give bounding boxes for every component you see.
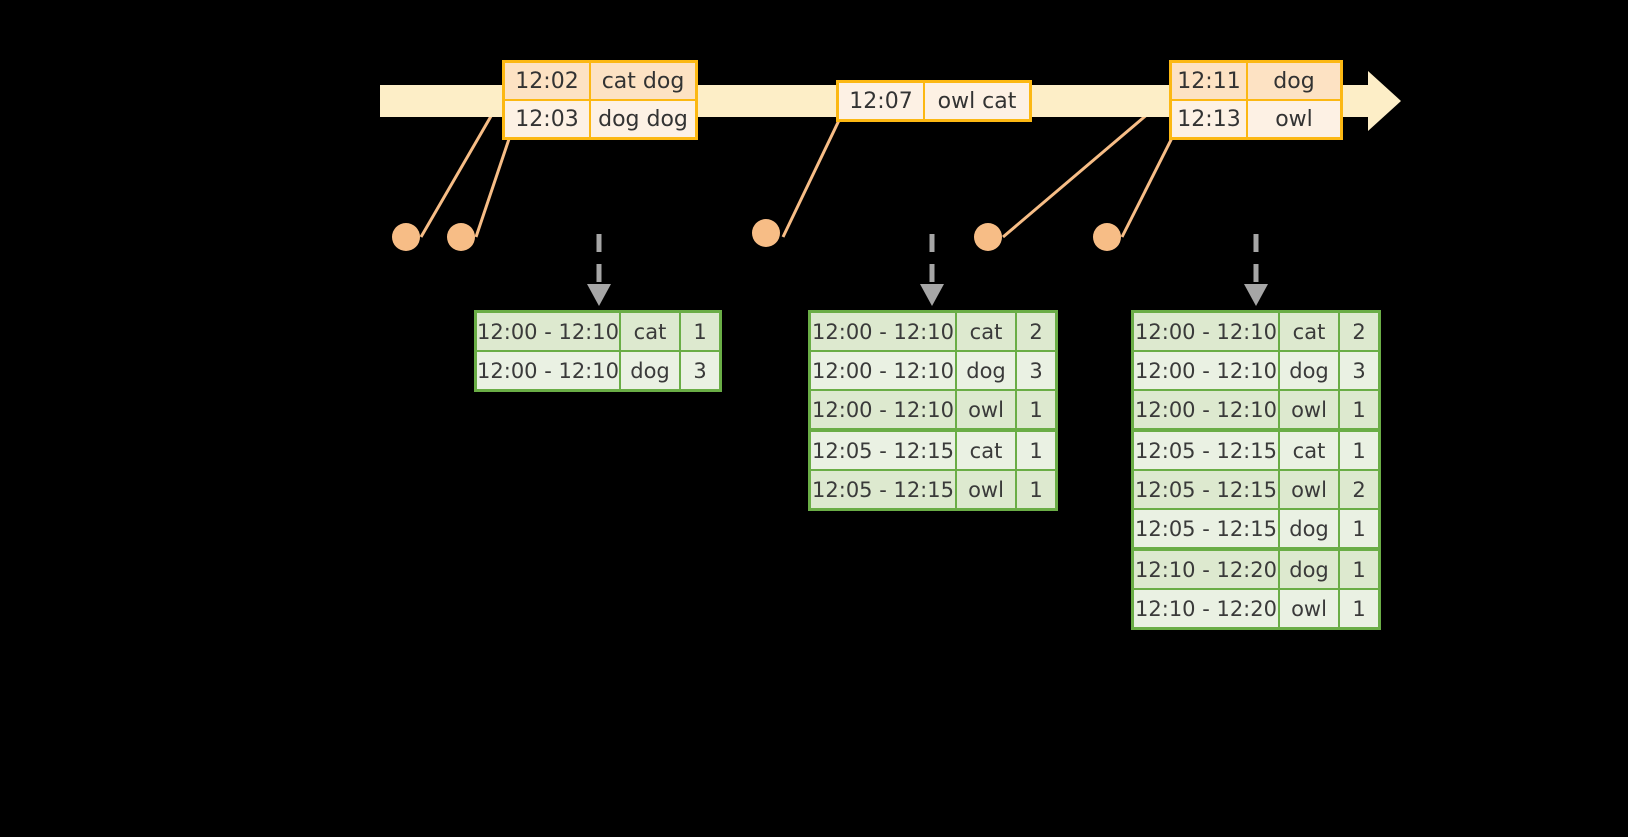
table-row: 12:10 - 12:20 dog 1	[1134, 547, 1378, 588]
event-time: 12:13	[1172, 101, 1248, 137]
cell-key: dog	[621, 352, 681, 389]
flow-arrow-3	[1244, 234, 1268, 306]
cell-count: 2	[1017, 313, 1055, 350]
cell-key: dog	[957, 352, 1017, 389]
event-row: 12:03 dog dog	[505, 99, 695, 137]
table-row: 12:00 - 12:10 cat 2	[1134, 313, 1378, 350]
connector-dot-1	[392, 223, 420, 251]
cell-key: owl	[1280, 471, 1340, 508]
cell-key: dog	[1280, 352, 1340, 389]
event-time: 12:07	[839, 83, 925, 119]
cell-window: 12:05 - 12:15	[1134, 471, 1280, 508]
cell-count: 1	[1340, 551, 1378, 588]
table-row: 12:00 - 12:10 cat 2	[811, 313, 1055, 350]
cell-key: cat	[1280, 313, 1340, 350]
cell-key: cat	[1280, 432, 1340, 469]
table-row: 12:00 - 12:10 owl 1	[1134, 389, 1378, 428]
table-row: 12:05 - 12:15 owl 1	[811, 469, 1055, 508]
cell-window: 12:00 - 12:10	[1134, 352, 1280, 389]
event-group-1[interactable]: 12:02 cat dog 12:03 dog dog	[502, 60, 698, 140]
cell-count: 1	[1340, 510, 1378, 547]
timeline-arrowhead	[1368, 71, 1401, 131]
table-row: 12:10 - 12:20 owl 1	[1134, 588, 1378, 627]
cell-window: 12:00 - 12:10	[811, 391, 957, 428]
table-row: 12:00 - 12:10 dog 3	[477, 350, 719, 389]
cell-key: dog	[1280, 510, 1340, 547]
table-row: 12:05 - 12:15 cat 1	[1134, 428, 1378, 469]
event-time: 12:03	[505, 101, 591, 137]
event-group-2[interactable]: 12:07 owl cat	[836, 80, 1032, 122]
connector-line-5	[1120, 127, 1179, 238]
event-time: 12:11	[1172, 63, 1248, 99]
result-table-1[interactable]: 12:00 - 12:10 cat 1 12:00 - 12:10 dog 3	[474, 310, 722, 392]
event-words: owl	[1248, 101, 1340, 137]
cell-window: 12:00 - 12:10	[1134, 313, 1280, 350]
cell-key: owl	[957, 391, 1017, 428]
table-row: 12:05 - 12:15 dog 1	[1134, 508, 1378, 547]
cell-window: 12:00 - 12:10	[477, 352, 621, 389]
cell-key: owl	[1280, 590, 1340, 627]
cell-key: owl	[957, 471, 1017, 508]
cell-key: cat	[957, 313, 1017, 350]
cell-window: 12:00 - 12:10	[811, 313, 957, 350]
connector-dot-4	[974, 223, 1002, 251]
cell-key: cat	[621, 313, 681, 350]
cell-window: 12:05 - 12:15	[1134, 432, 1280, 469]
event-words: cat dog	[591, 63, 695, 99]
event-time: 12:02	[505, 63, 591, 99]
table-row: 12:05 - 12:15 owl 2	[1134, 469, 1378, 508]
event-row: 12:11 dog	[1172, 63, 1340, 99]
cell-count: 1	[1017, 391, 1055, 428]
event-words: dog dog	[591, 101, 695, 137]
cell-count: 1	[1340, 432, 1378, 469]
cell-window: 12:05 - 12:15	[811, 432, 957, 469]
cell-window: 12:10 - 12:20	[1134, 590, 1280, 627]
cell-window: 12:00 - 12:10	[1134, 391, 1280, 428]
event-row: 12:07 owl cat	[839, 83, 1029, 119]
cell-key: owl	[1280, 391, 1340, 428]
result-table-3[interactable]: 12:00 - 12:10 cat 2 12:00 - 12:10 dog 3 …	[1131, 310, 1381, 630]
result-table-2[interactable]: 12:00 - 12:10 cat 2 12:00 - 12:10 dog 3 …	[808, 310, 1058, 511]
cell-window: 12:10 - 12:20	[1134, 551, 1280, 588]
cell-count: 2	[1340, 471, 1378, 508]
cell-count: 1	[681, 313, 719, 350]
cell-count: 2	[1340, 313, 1378, 350]
event-row: 12:13 owl	[1172, 99, 1340, 137]
table-row: 12:00 - 12:10 dog 3	[811, 350, 1055, 389]
cell-count: 3	[1017, 352, 1055, 389]
table-row: 12:00 - 12:10 dog 3	[1134, 350, 1378, 389]
cell-count: 1	[1017, 471, 1055, 508]
connector-dot-5	[1093, 223, 1121, 251]
event-words: owl cat	[925, 83, 1029, 119]
flow-arrow-2	[920, 234, 944, 306]
connector-line-2	[474, 129, 514, 238]
cell-window: 12:00 - 12:10	[477, 313, 621, 350]
cell-key: cat	[957, 432, 1017, 469]
cell-count: 3	[1340, 352, 1378, 389]
event-group-3[interactable]: 12:11 dog 12:13 owl	[1169, 60, 1343, 140]
table-row: 12:05 - 12:15 cat 1	[811, 428, 1055, 469]
cell-count: 1	[1340, 590, 1378, 627]
cell-window: 12:05 - 12:15	[811, 471, 957, 508]
event-row: 12:02 cat dog	[505, 63, 695, 99]
cell-window: 12:05 - 12:15	[1134, 510, 1280, 547]
connector-line-3	[781, 111, 845, 238]
table-row: 12:00 - 12:10 owl 1	[811, 389, 1055, 428]
event-words: dog	[1248, 63, 1340, 99]
connector-dot-2	[447, 223, 475, 251]
table-row: 12:00 - 12:10 cat 1	[477, 313, 719, 350]
cell-key: dog	[1280, 551, 1340, 588]
cell-count: 1	[1340, 391, 1378, 428]
cell-count: 1	[1017, 432, 1055, 469]
flow-arrow-1	[587, 234, 611, 306]
cell-window: 12:00 - 12:10	[811, 352, 957, 389]
cell-count: 3	[681, 352, 719, 389]
connector-dot-3	[752, 219, 780, 247]
